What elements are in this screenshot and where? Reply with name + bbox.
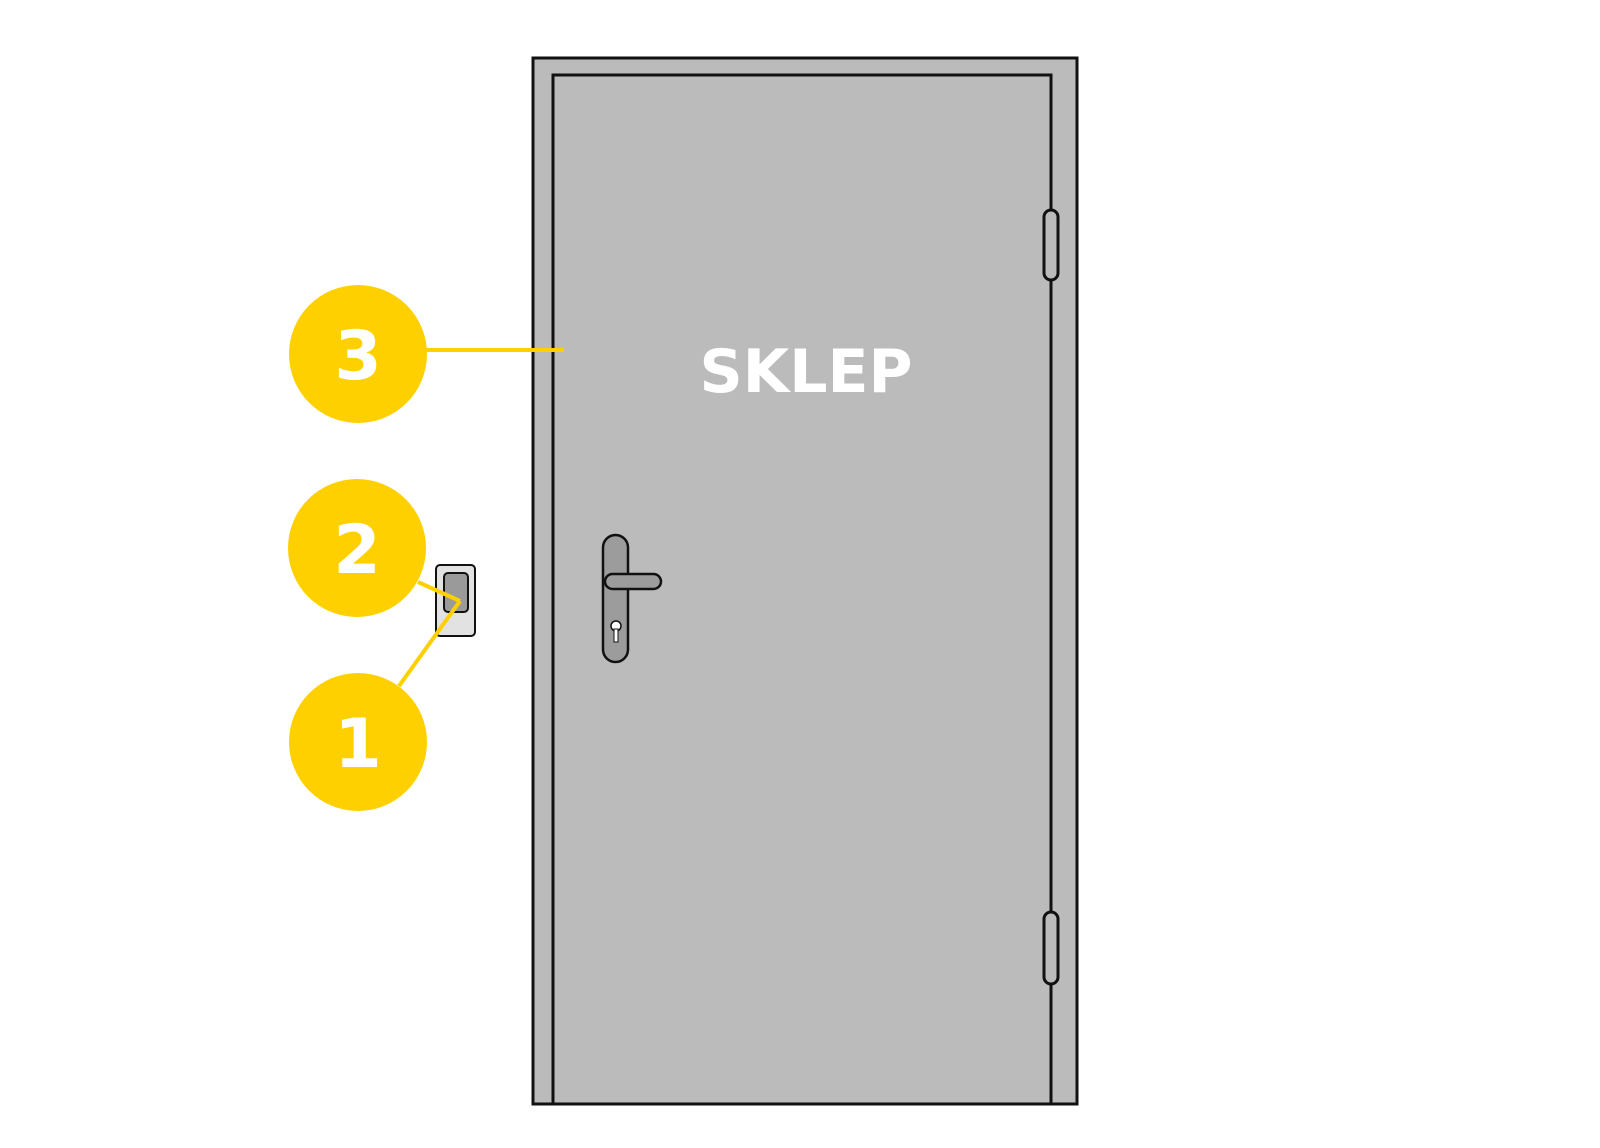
door-sign: SKLEP <box>700 337 913 407</box>
hinge-top <box>1042 208 1060 282</box>
callout-marker-1: 1 <box>289 673 427 811</box>
marker-number: 1 <box>334 705 381 784</box>
marker-circle <box>288 479 426 617</box>
leader-line-2 <box>417 580 461 603</box>
marker-number: 3 <box>334 317 381 396</box>
leader-line-1 <box>397 599 462 688</box>
marker-number: 2 <box>333 511 380 590</box>
door-handle[interactable] <box>601 533 663 664</box>
keyhole-slot <box>613 628 619 643</box>
callout-marker-3: 3 <box>289 285 427 423</box>
hinge-bottom <box>1042 910 1060 986</box>
marker-circle <box>289 673 427 811</box>
marker-circle <box>289 285 427 423</box>
handle-plate <box>601 533 630 664</box>
handle-lever <box>603 572 663 591</box>
callout-marker-2: 2 <box>288 479 426 617</box>
